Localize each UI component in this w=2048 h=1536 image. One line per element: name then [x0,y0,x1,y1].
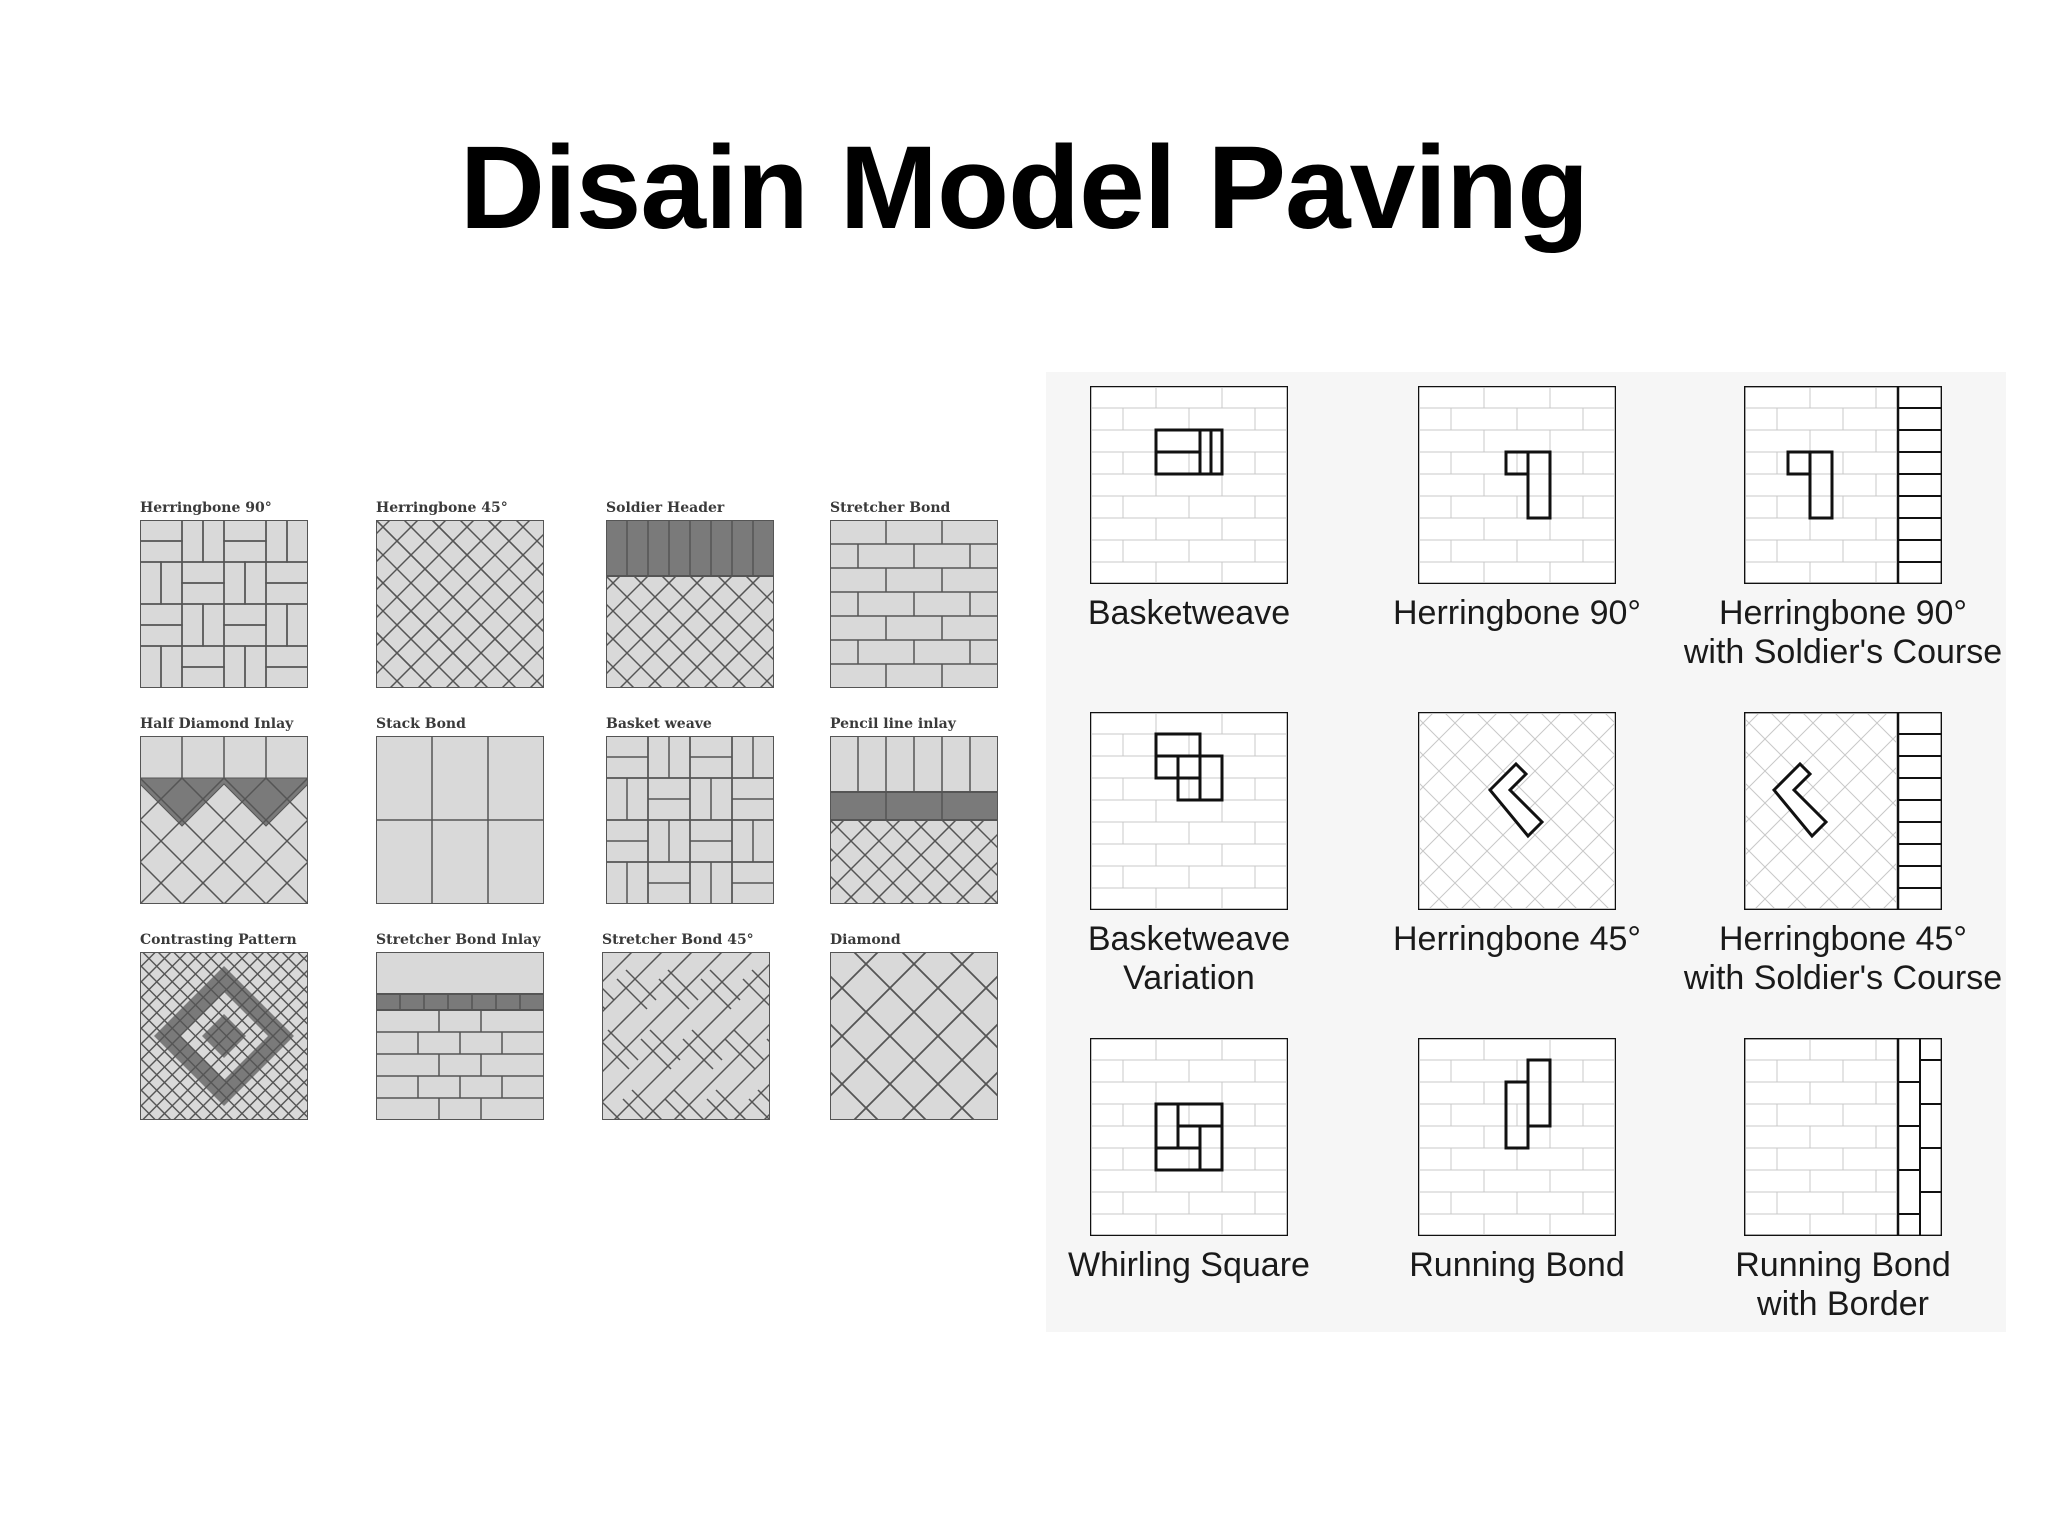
pattern-label: Half Diamond Inlay [140,716,294,732]
pattern-label: Herringbone 45° [1393,920,1641,958]
pattern-diagram [1744,1038,1942,1236]
pattern-label: Stretcher Bond 45° [602,932,754,948]
pattern-swatch [606,520,774,688]
pattern-diagram [1418,712,1616,910]
pattern-swatch [830,952,998,1120]
pattern-diagram [1090,386,1288,584]
pattern-label: Running Bond [1409,1246,1625,1284]
pattern-diagram [1418,386,1616,584]
pattern-swatch [830,736,998,904]
pattern-label: Stretcher Bond Inlay [376,932,541,948]
pattern-label: Basket weave [606,716,712,732]
pattern-swatch [830,520,998,688]
pattern-swatch [140,520,308,688]
pattern-label: Contrasting Pattern [140,932,297,948]
left-pattern-grid: Herringbone 90° Herringbone 45° Soldier … [140,500,1020,1160]
pattern-label: Herringbone 45° with Soldier's Course [1683,920,2003,997]
pattern-label: Basketweave [1087,594,1291,632]
pattern-label: Stretcher Bond [830,500,951,516]
pattern-swatch [376,736,544,904]
pattern-diagram [1418,1038,1616,1236]
pattern-label: Diamond [830,932,901,948]
pattern-label: Herringbone 90° [1393,594,1641,632]
pattern-diagram [1744,386,1942,584]
pattern-label: Soldier Header [606,500,725,516]
slide-title: Disain Model Paving [459,122,1589,254]
pattern-diagram [1744,712,1942,910]
pattern-label: Stack Bond [376,716,466,732]
pattern-swatch [140,952,308,1120]
pattern-label: Herringbone 90° [140,500,272,516]
pattern-swatch [140,736,308,904]
pattern-swatch [606,736,774,904]
pattern-label: Running Bond with Border [1735,1246,1951,1323]
pattern-label: Herringbone 90° with Soldier's Course [1683,594,2003,671]
pattern-label: Whirling Square [1068,1246,1310,1284]
pattern-swatch [376,520,544,688]
pattern-diagram [1090,712,1288,910]
pattern-swatch [602,952,770,1120]
pattern-label: Basketweave Variation [1087,920,1291,997]
right-pattern-grid: Basketweave Herringbone 90° Herringbone … [1046,372,2006,1332]
pattern-label: Herringbone 45° [376,500,508,516]
pattern-label: Pencil line inlay [830,716,956,732]
pattern-diagram [1090,1038,1288,1236]
pattern-swatch [376,952,544,1120]
